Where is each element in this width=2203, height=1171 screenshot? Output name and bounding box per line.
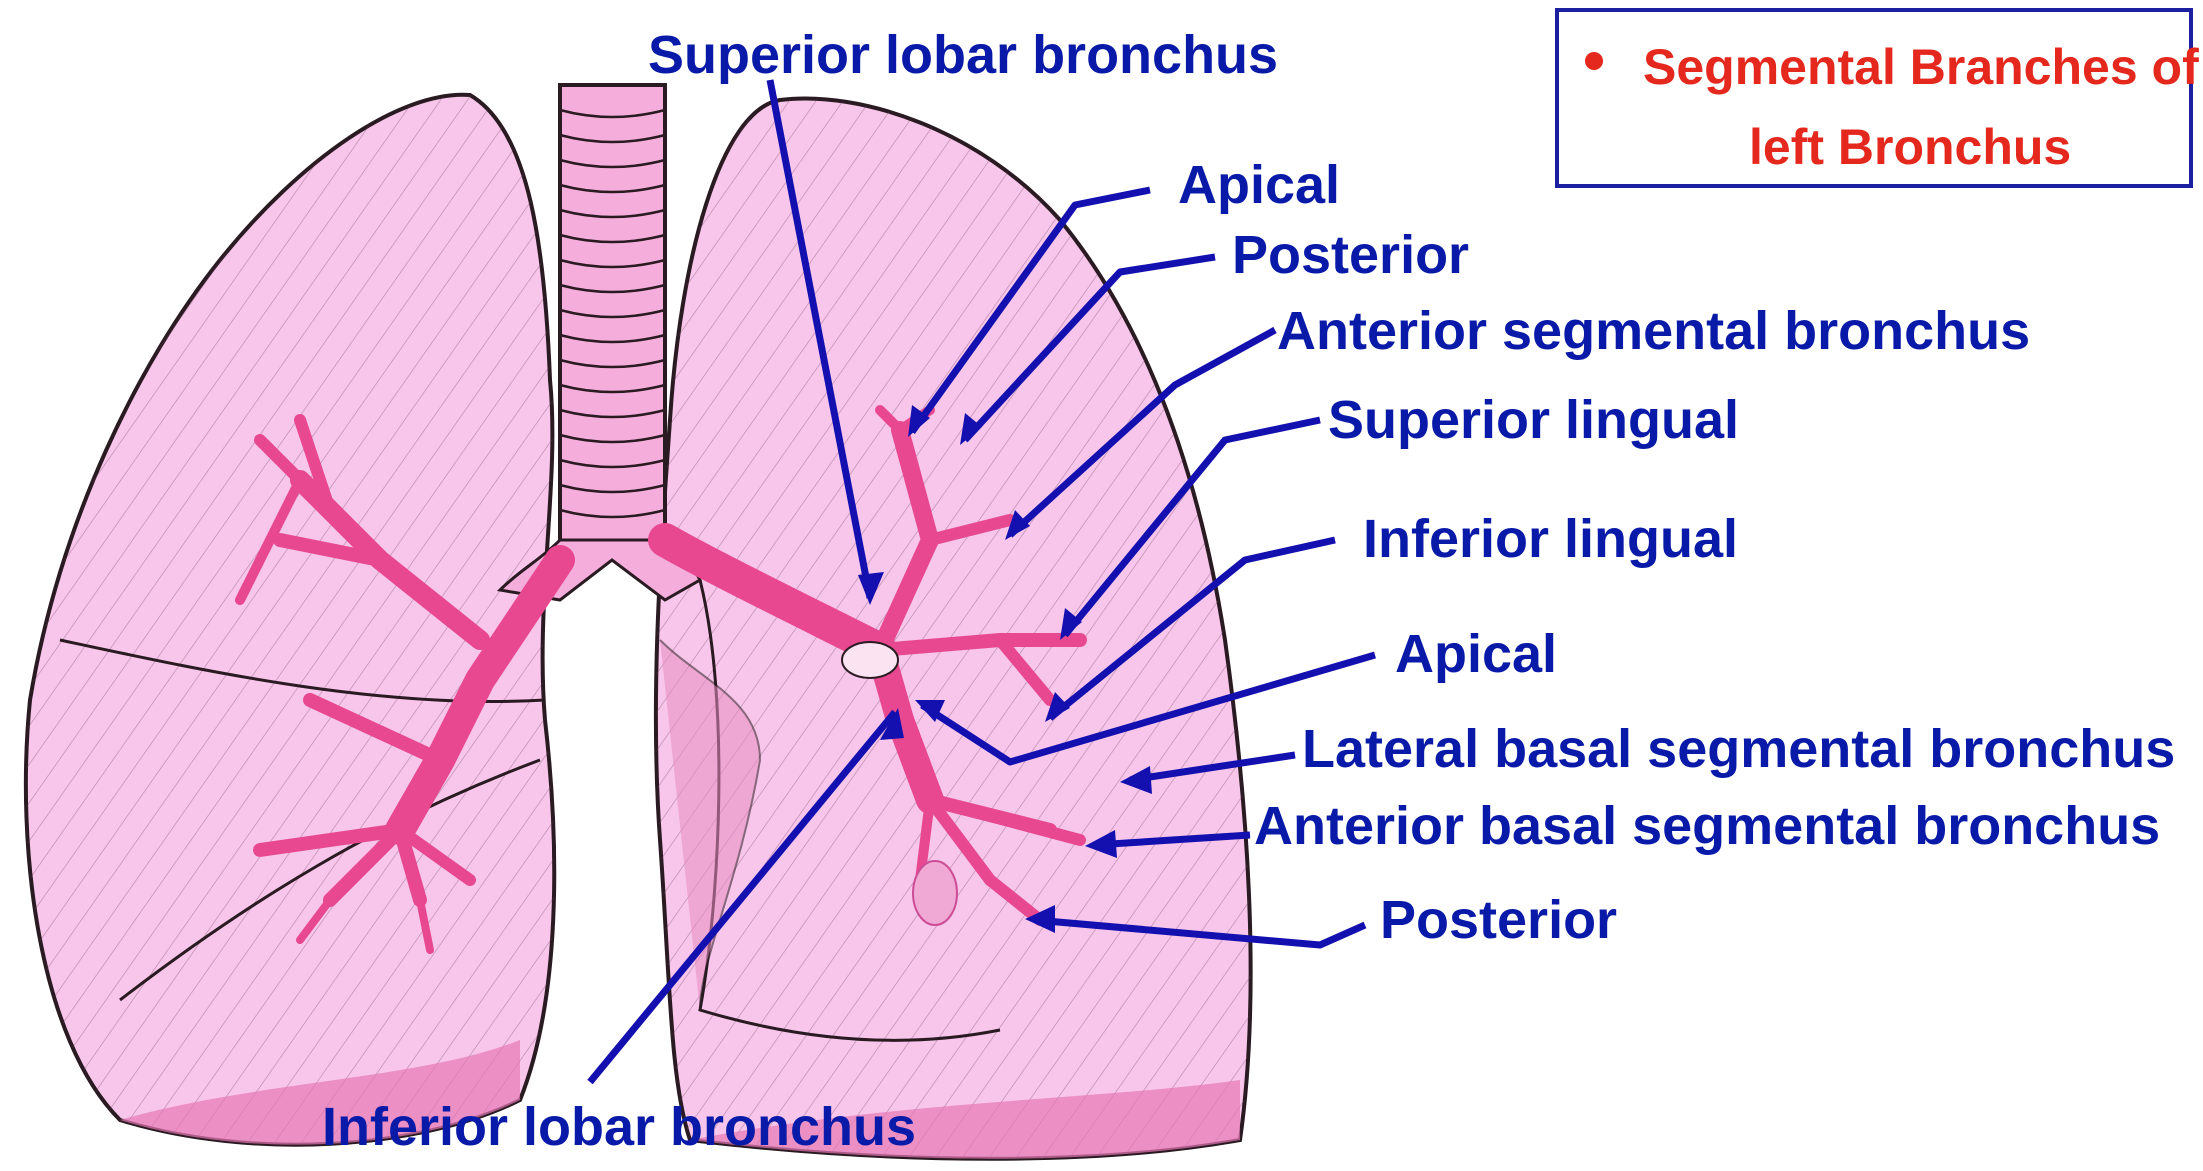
lumen-opening [842,642,898,678]
legend-box: Segmental Branches of left Bronchus [1555,8,2193,188]
legend-line-2: left Bronchus [1749,122,2071,172]
bronchus-cross-section [913,861,957,925]
label-inferior-lingual: Inferior lingual [1363,512,1738,566]
legend-bullet [1585,52,1603,70]
label-apical-upper: Apical [1178,158,1340,212]
label-apical-lower: Apical [1395,627,1557,681]
label-posterior-upper: Posterior [1232,228,1469,282]
label-anterior-segmental-bronchus: Anterior segmental bronchus [1277,304,2030,358]
label-anterior-basal-segmental-bronchus: Anterior basal segmental bronchus [1254,799,2160,853]
label-posterior-lower: Posterior [1380,893,1617,947]
label-superior-lingual: Superior lingual [1328,393,1739,447]
right-lung [26,95,554,1145]
label-superior-lobar-bronchus: Superior lobar bronchus [648,28,1278,82]
legend-line-1: Segmental Branches of [1643,42,2199,92]
label-lateral-basal-segmental-bronchus: Lateral basal segmental bronchus [1302,722,2175,776]
label-inferior-lobar-bronchus: Inferior lobar bronchus [322,1100,916,1154]
